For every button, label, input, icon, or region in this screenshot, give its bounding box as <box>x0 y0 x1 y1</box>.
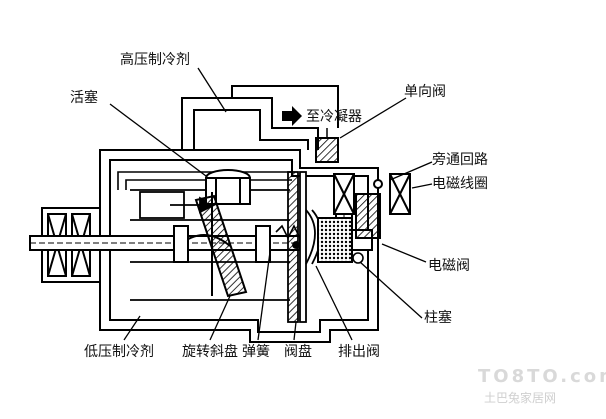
watermark-name: 土巴兔家居网 <box>484 390 556 405</box>
label-to-condenser: 至冷凝器 <box>306 109 362 125</box>
swash-plate <box>173 192 271 298</box>
label-bypass-circuit: 旁通回路 <box>432 151 488 168</box>
label-high-pressure-refrigerant: 高压制冷剂 <box>120 51 190 68</box>
solenoid-coil <box>333 173 411 215</box>
label-valve-plate: 阀盘 <box>284 343 312 360</box>
label-swash-plate: 旋转斜盘 <box>182 343 238 360</box>
label-plunger: 柱塞 <box>424 309 452 326</box>
label-discharge-valve: 排出阀 <box>338 344 380 360</box>
labels: 高压制冷剂 活塞 至冷凝器 单向阀 旁通回路 电磁线圈 电磁阀 柱塞 低压制冷剂… <box>70 51 488 360</box>
valve-plate <box>287 171 307 323</box>
label-check-valve: 单向阀 <box>404 84 446 100</box>
to-condenser-arrow <box>282 106 302 126</box>
watermark: TO8TO.com 土巴兔家居网 <box>478 366 606 405</box>
plunger <box>352 252 364 264</box>
label-spring: 弹簧 <box>242 344 270 360</box>
check-valve <box>315 128 339 163</box>
leader-lines <box>109 67 433 341</box>
label-solenoid-coil: 电磁线圈 <box>432 176 488 192</box>
solenoid-valve-assembly <box>317 177 381 263</box>
label-solenoid-valve: 电磁阀 <box>428 258 470 274</box>
watermark-site: TO8TO.com <box>478 366 606 387</box>
high-pressure-pipe <box>181 85 339 150</box>
compressor-housing <box>99 149 379 343</box>
label-piston: 活塞 <box>70 89 98 106</box>
label-low-pressure-refrigerant: 低压制冷剂 <box>84 344 154 360</box>
